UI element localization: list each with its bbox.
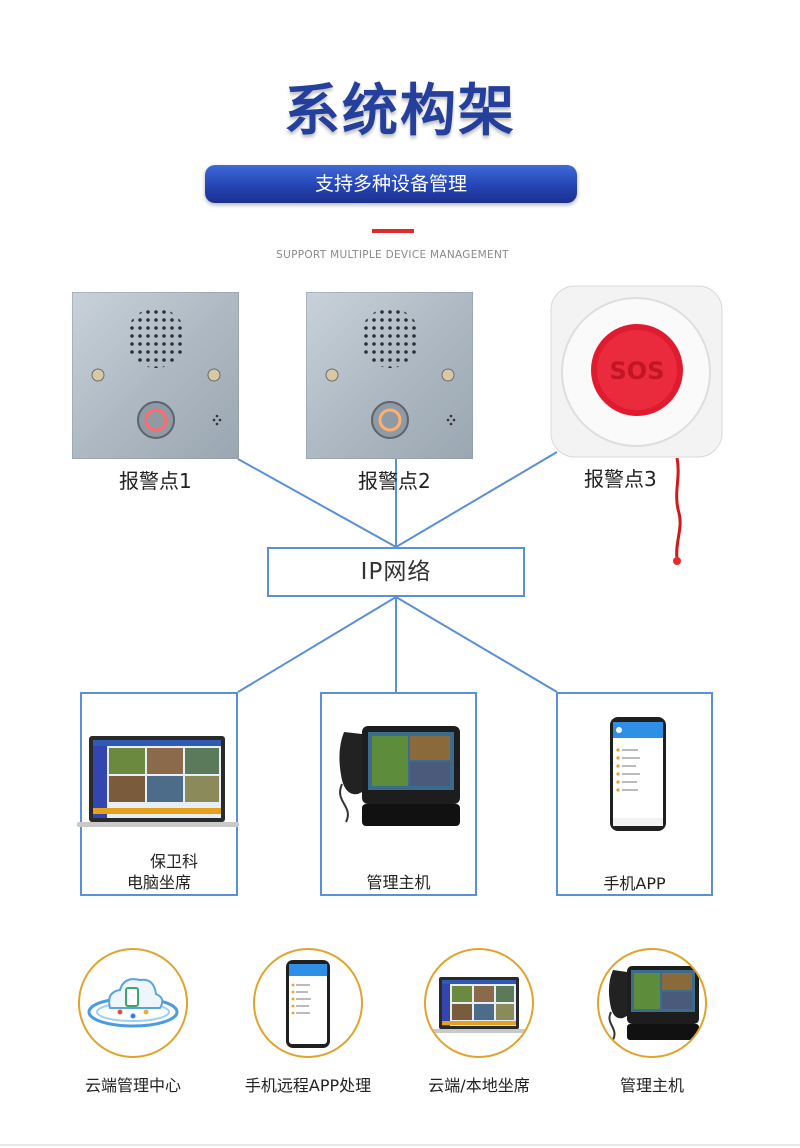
laptop-icon bbox=[431, 977, 527, 1033]
feature-mobile-label: 手机远程APP处理 bbox=[244, 1076, 372, 1095]
alarm-panel-1 bbox=[71, 291, 240, 460]
client-box-phone: 管理主机 bbox=[320, 692, 477, 896]
line-network-pc bbox=[237, 596, 397, 693]
section-banner: 支持多种设备管理 bbox=[205, 165, 577, 203]
client-pc-label-line2: 电脑坐席 bbox=[126, 873, 191, 892]
cloud-icon bbox=[87, 978, 179, 1028]
client-pc-label-line1: 保卫科 bbox=[149, 852, 198, 871]
client-box-app: 手机APP bbox=[556, 692, 713, 896]
desk-phone-icon bbox=[608, 966, 699, 1041]
alarm-point-2-label: 报警点2 bbox=[358, 469, 431, 493]
pull-cord-icon bbox=[673, 458, 682, 565]
feature-cloud-label: 云端管理中心 bbox=[84, 1076, 181, 1095]
sos-button-device: SOS bbox=[549, 284, 724, 459]
feature-host-label: 管理主机 bbox=[619, 1076, 684, 1095]
intercom-panel-icon bbox=[305, 291, 474, 460]
line-network-app bbox=[395, 596, 558, 693]
smartphone-icon bbox=[610, 717, 666, 831]
alarm-point-3-label: 报警点3 bbox=[584, 467, 657, 491]
line-point3-network bbox=[395, 451, 558, 548]
ip-network-box: IP网络 bbox=[267, 547, 525, 597]
svg-text:SOS: SOS bbox=[610, 357, 665, 385]
desk-phone-icon bbox=[339, 726, 460, 826]
feature-circle-mobile bbox=[253, 948, 363, 1058]
client-app-label: 手机APP bbox=[603, 874, 666, 893]
intercom-panel-icon bbox=[71, 291, 240, 460]
client-box-pc: 保卫科 电脑坐席 bbox=[77, 692, 239, 896]
alarm-point-1-label: 报警点1 bbox=[119, 469, 192, 493]
feature-desk-label: 云端/本地坐席 bbox=[428, 1076, 530, 1095]
section-subtitle: SUPPORT MULTIPLE DEVICE MANAGEMENT bbox=[276, 249, 509, 261]
laptop-icon bbox=[77, 736, 239, 827]
footer-divider bbox=[0, 1144, 800, 1146]
page-title: 系统构架 bbox=[284, 79, 516, 144]
line-point1-network bbox=[237, 458, 397, 548]
alarm-panel-2 bbox=[305, 291, 474, 460]
smartphone-icon bbox=[286, 960, 330, 1048]
sos-button-icon: SOS bbox=[550, 285, 723, 458]
accent-divider bbox=[372, 229, 414, 233]
feature-circle-host bbox=[597, 948, 707, 1058]
client-phone-label: 管理主机 bbox=[366, 873, 431, 892]
feature-circle-cloud bbox=[78, 948, 188, 1058]
feature-circle-desk bbox=[424, 948, 534, 1058]
